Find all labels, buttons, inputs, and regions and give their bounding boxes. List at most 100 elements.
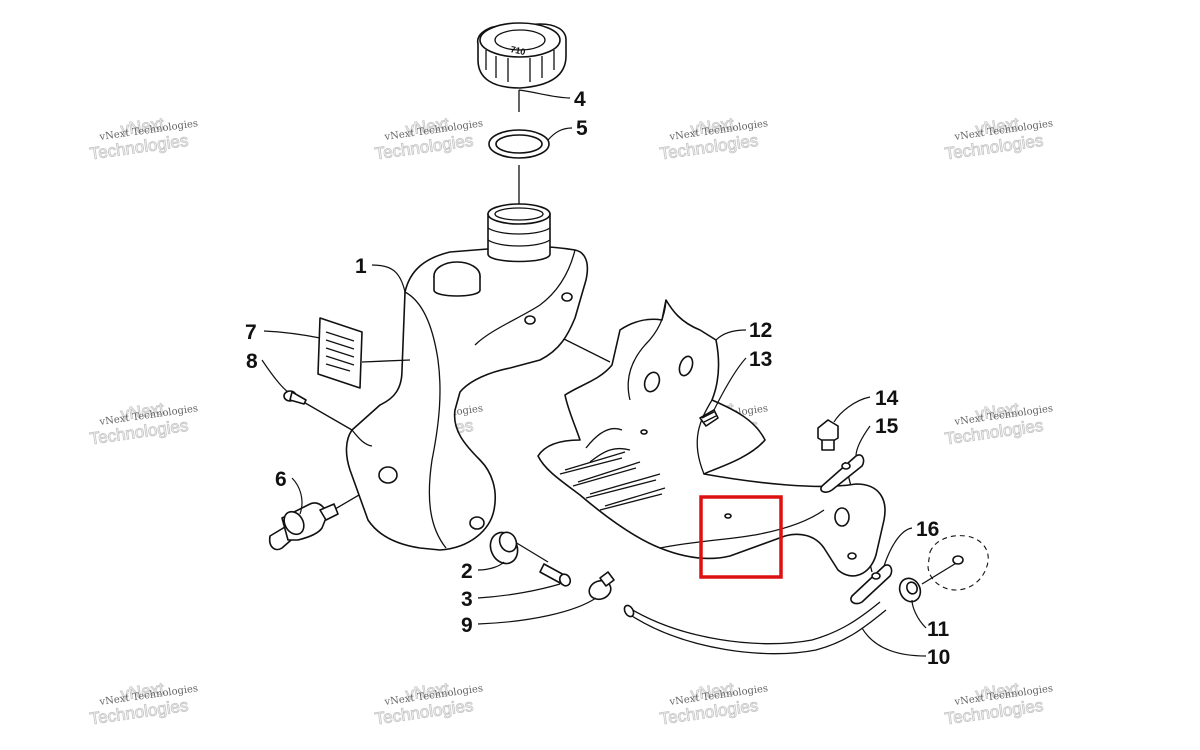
shield-vent-slots — [564, 451, 666, 507]
fuel-hose — [623, 601, 887, 655]
axis-fitting — [514, 541, 549, 563]
leader-11 — [911, 599, 927, 629]
leader-10 — [861, 627, 927, 657]
watermark: Technologies vNext vNext Technologies — [943, 679, 1054, 729]
clip-15 — [820, 454, 865, 493]
tank-contour — [404, 291, 447, 549]
callout-13: 13 — [749, 348, 772, 371]
heat-shield — [537, 299, 886, 577]
leader-14 — [833, 396, 871, 423]
shutoff-valve — [268, 502, 339, 551]
grommet-11 — [898, 577, 922, 603]
clip-15-hole — [841, 462, 851, 470]
hose-end — [623, 604, 635, 618]
tank-top-edge — [474, 249, 576, 346]
mounting-boss-hole — [952, 555, 964, 565]
leader-6 — [291, 477, 303, 515]
leader-1 — [371, 264, 406, 293]
fuel-cap: 710 — [476, 22, 567, 89]
callout-15: 15 — [875, 415, 899, 438]
leader-4 — [518, 89, 571, 99]
tank-front-lip — [351, 429, 373, 447]
highlight-box — [699, 495, 783, 579]
tank-neck-rim — [487, 203, 551, 225]
shield-mount-hole — [834, 507, 850, 527]
fuel-tank — [345, 203, 589, 551]
callout-8: 8 — [246, 350, 258, 373]
leader-9 — [477, 597, 597, 625]
bolt-14-shank — [821, 439, 835, 451]
decal-text-lines — [325, 331, 355, 372]
leader-13 — [713, 357, 747, 411]
valve-nut — [283, 510, 305, 536]
screw-8 — [283, 390, 307, 405]
tank-neck — [487, 213, 551, 263]
clip-15-body — [820, 454, 865, 493]
tank-neck-threads — [487, 227, 551, 247]
hose-edge-upper — [625, 601, 881, 645]
callout-3: 3 — [461, 588, 473, 611]
callout-9: 9 — [461, 614, 473, 637]
callout-numbers: 4 5 1 7 8 6 2 3 9 12 13 14 15 16 11 10 — [245, 88, 950, 669]
callout-5: 5 — [576, 117, 588, 140]
watermark: Technologies vNext vNext Technologies — [943, 399, 1054, 449]
leader-2 — [477, 561, 505, 571]
cap-inner-ring — [494, 29, 546, 51]
callout-1: 1 — [355, 255, 367, 278]
tank-neck-opening — [494, 207, 544, 221]
callout-14: 14 — [875, 387, 899, 410]
shield-hole-1 — [643, 371, 661, 393]
hose-clamp — [588, 571, 615, 601]
watermark: Technologies vNext vNext Technologies — [373, 114, 484, 164]
callout-16: 16 — [916, 518, 939, 541]
callout-11: 11 — [927, 618, 950, 641]
shield-pin-hole — [724, 513, 732, 519]
watermark: Technologies vNext vNext Technologies — [943, 114, 1054, 164]
callout-12: 12 — [749, 319, 772, 342]
clamp-tab — [599, 571, 615, 587]
mounting-boss-outline — [927, 535, 989, 591]
tank-mount-hole-upper — [524, 315, 536, 325]
screw-13-threads — [701, 411, 717, 423]
leader-5 — [547, 127, 573, 141]
shield-rear-hole — [847, 552, 857, 560]
callout-2: 2 — [461, 560, 473, 583]
watermark: Technologies vNext vNext Technologies — [373, 679, 484, 729]
gasket — [488, 129, 550, 159]
shield-hole-2 — [678, 355, 694, 377]
grommet-11-inner — [906, 581, 918, 595]
watermark: Technologies vNext vNext Technologies — [88, 114, 199, 164]
shield-body — [537, 299, 886, 577]
leader-15 — [855, 425, 871, 457]
callout-4: 4 — [574, 88, 586, 111]
grommet-2 — [489, 531, 519, 565]
leader-12 — [715, 329, 747, 341]
fitting-end — [558, 573, 572, 587]
axis-screw-8 — [299, 399, 353, 431]
cap-marking: 710 — [510, 44, 527, 57]
hose-edge-lower — [631, 609, 887, 655]
bolt-14-head — [817, 419, 839, 445]
cap-top — [479, 22, 561, 58]
tank-dome-side — [433, 276, 481, 297]
leader-16 — [883, 527, 913, 567]
callout-7: 7 — [245, 321, 257, 344]
leader-8 — [261, 359, 289, 393]
watermarks: Technologies vNext vNext Technologies Te… — [88, 114, 1054, 729]
callout-6: 6 — [275, 468, 287, 491]
axis-grommet-11 — [921, 561, 959, 585]
fuel-fitting — [539, 563, 572, 587]
screw-8-shank — [289, 391, 307, 405]
valve-stem — [319, 503, 339, 521]
shield-vent-slots-lower — [559, 457, 663, 511]
screw-13 — [699, 409, 719, 427]
shield-lower-contour — [659, 509, 825, 549]
clip-16-hole — [871, 572, 881, 580]
watermark: Technologies vNext vNext Technologies — [658, 679, 769, 729]
leader-lines — [261, 89, 927, 657]
leader-7 — [263, 330, 321, 339]
tank-valve-port — [378, 466, 398, 484]
gasket-inner — [495, 134, 543, 154]
